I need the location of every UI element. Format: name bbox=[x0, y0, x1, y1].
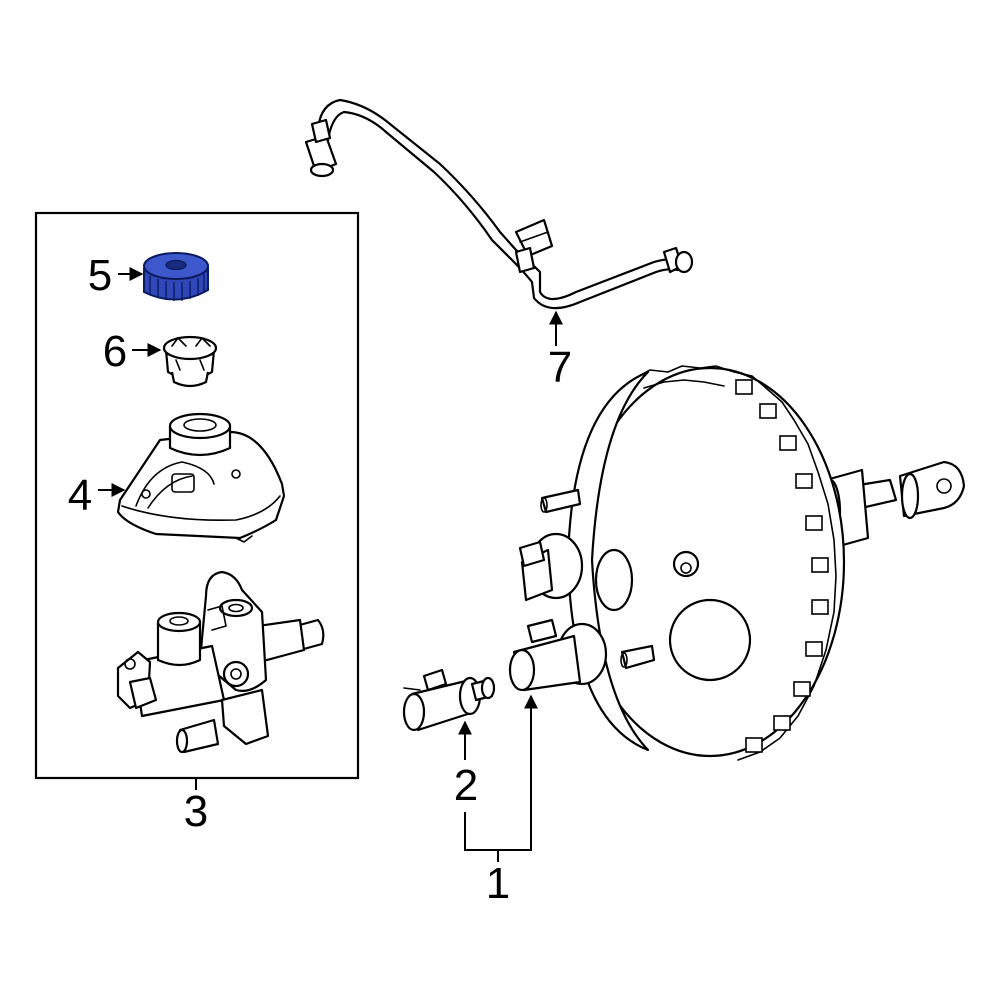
fluid-reservoir-part[interactable] bbox=[116, 412, 286, 543]
master-cylinder-part[interactable] bbox=[116, 570, 325, 754]
brake-booster-part[interactable] bbox=[508, 365, 966, 761]
callout-7[interactable]: 7 bbox=[548, 343, 572, 392]
callout-6[interactable]: 6 bbox=[103, 327, 127, 376]
callout-3[interactable]: 3 bbox=[184, 787, 208, 836]
callout-2[interactable]: 2 bbox=[454, 761, 478, 810]
reservoir-cap-part[interactable] bbox=[143, 252, 209, 301]
vacuum-sensor-part[interactable] bbox=[402, 668, 496, 732]
vacuum-hose-part[interactable] bbox=[304, 98, 694, 310]
callout-4[interactable]: 4 bbox=[68, 471, 92, 520]
callout-5[interactable]: 5 bbox=[88, 251, 112, 300]
reservoir-strainer-part[interactable] bbox=[162, 335, 218, 388]
callout-1[interactable]: 1 bbox=[486, 859, 510, 908]
